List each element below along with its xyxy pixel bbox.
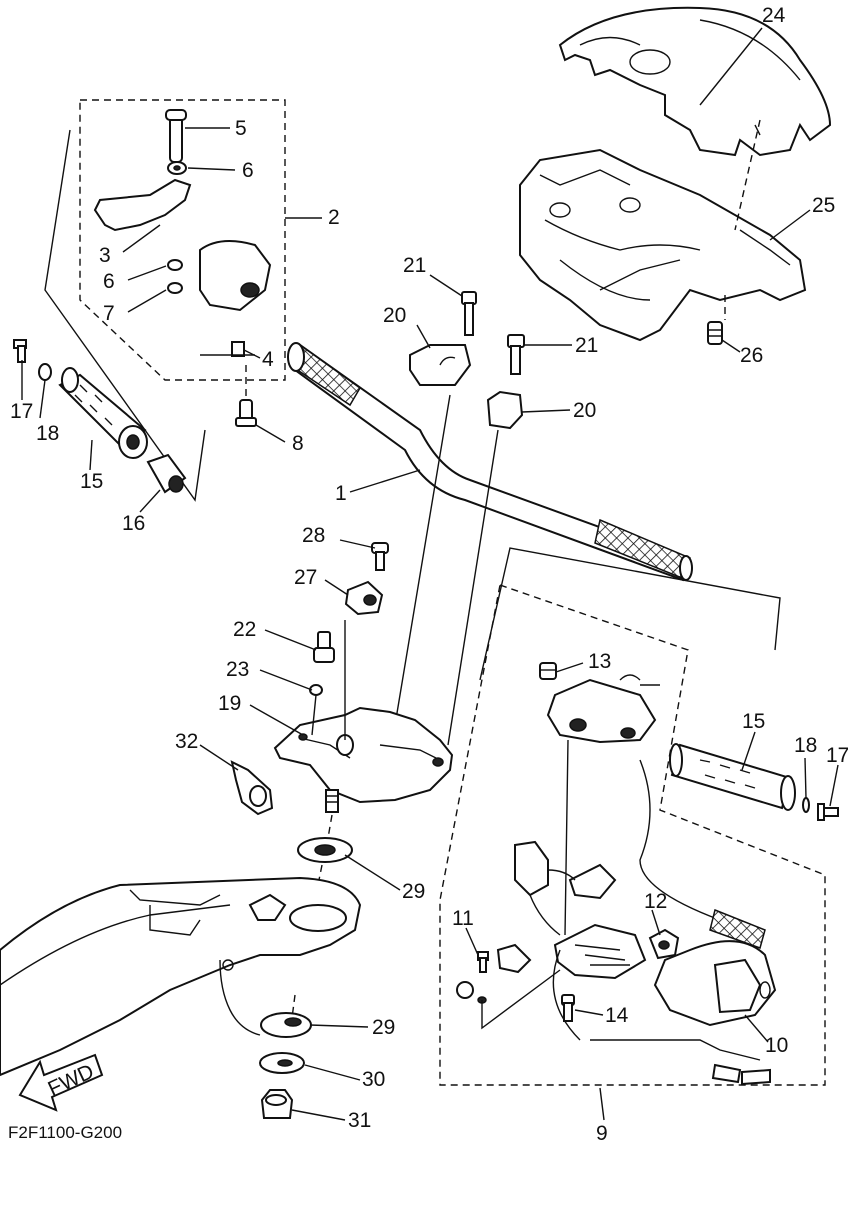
- screw-28-part: [371, 542, 389, 571]
- label-10: 10: [765, 1034, 788, 1057]
- switch-housing-part: [546, 674, 660, 744]
- terminal-11-part: [456, 981, 487, 1004]
- label-29-lower: 29: [372, 1016, 395, 1039]
- label-2: 2: [328, 206, 340, 229]
- grip-15-left-part: [58, 367, 148, 459]
- screw-4-part: [231, 341, 245, 357]
- nut-31-part: [260, 1089, 294, 1119]
- washer-6b-part: [167, 259, 183, 271]
- clamp-20-left-part: [409, 344, 472, 386]
- label-27: 27: [294, 566, 317, 589]
- grommet-27-part: [344, 580, 384, 616]
- lower-cover-part: [519, 148, 807, 342]
- clamp-leaders: [394, 394, 499, 746]
- top-cover-part: [558, 6, 832, 157]
- label-20-right: 20: [573, 399, 596, 422]
- label-6-bottom: 6: [103, 270, 115, 293]
- frame-part: [0, 876, 362, 1077]
- label-21-left: 21: [403, 254, 426, 277]
- washer-18-right-part: [802, 797, 810, 813]
- handlebar-1-part: [287, 342, 693, 582]
- lever-3-part: [93, 178, 192, 232]
- label-14: 14: [605, 1004, 629, 1027]
- label-15-right: 15: [742, 710, 765, 733]
- stud-part: [325, 789, 339, 813]
- bracket-leaders: [311, 620, 346, 740]
- fwd-arrow-icon: FWD: [18, 1053, 104, 1112]
- label-25: 25: [812, 194, 835, 217]
- label-17-left: 17: [10, 400, 33, 423]
- clip-7-part: [167, 282, 183, 294]
- callout-labels: 24 25 26 5 6 2 3 6 7 4 8 21 20 21 20 17 …: [10, 4, 848, 1145]
- washer-30-part: [259, 1052, 305, 1074]
- label-1: 1: [335, 482, 347, 505]
- label-12: 12: [644, 890, 667, 913]
- label-26: 26: [740, 344, 763, 367]
- label-13: 13: [588, 650, 611, 673]
- washer-18-left-part: [38, 363, 52, 381]
- label-4: 4: [262, 348, 274, 371]
- label-29-upper: 29: [402, 880, 425, 903]
- label-24: 24: [762, 4, 786, 27]
- label-15-left: 15: [80, 470, 103, 493]
- label-8: 8: [292, 432, 304, 455]
- clamp-20-right-part: [486, 390, 524, 430]
- screw-17-left-part: [13, 339, 27, 363]
- label-11: 11: [452, 907, 474, 930]
- bolt-8-part: [235, 399, 257, 427]
- wiring-harness-part: [496, 739, 771, 1086]
- label-23: 23: [226, 658, 249, 681]
- strap-32-part: [230, 760, 274, 816]
- label-30: 30: [362, 1068, 385, 1091]
- label-28: 28: [302, 524, 325, 547]
- label-22: 22: [233, 618, 256, 641]
- leader-24-25: [734, 119, 761, 231]
- assembly-box-9: [439, 584, 826, 1086]
- label-6-top: 6: [242, 159, 254, 182]
- screw-26-part: [707, 321, 723, 345]
- grip-15-right-part: [669, 743, 796, 811]
- screw-17-right-part: [817, 803, 839, 821]
- label-3: 3: [99, 244, 111, 267]
- label-16: 16: [122, 512, 145, 535]
- label-20-left: 20: [383, 304, 406, 327]
- label-21-right: 21: [575, 334, 598, 357]
- bolt-21-right-part: [507, 334, 525, 375]
- label-5: 5: [235, 117, 247, 140]
- label-9: 9: [596, 1122, 608, 1145]
- label-7: 7: [103, 302, 115, 325]
- assembly-outline-right: [479, 547, 781, 681]
- bolt-21-left-part: [461, 291, 477, 336]
- diagram-code: F2F1100-G200: [8, 1123, 122, 1142]
- label-18-left: 18: [36, 422, 59, 445]
- fitting-22-part: [313, 631, 335, 663]
- label-17-right: 17: [826, 744, 848, 767]
- switch-12-part: [648, 928, 680, 960]
- label-18-right: 18: [794, 734, 817, 757]
- assembly-box-2: [79, 99, 286, 381]
- throttle-10-part: [653, 908, 777, 1027]
- switch-13-part: [539, 662, 557, 680]
- grommet-29-upper-part: [297, 837, 353, 863]
- label-leaders: [21, 27, 839, 1121]
- bolt-5-part: [165, 109, 187, 163]
- screw-14-part: [561, 994, 575, 1022]
- lever-holder-part: [199, 240, 272, 312]
- label-31: 31: [348, 1109, 371, 1132]
- label-19: 19: [218, 692, 241, 715]
- screw-11-part: [477, 951, 489, 973]
- grommet-29-lower-part: [260, 1012, 312, 1038]
- end-16-part: [146, 453, 187, 494]
- assembly-outline-left: [44, 129, 206, 502]
- label-32: 32: [175, 730, 198, 753]
- bracket-19-part: [273, 706, 454, 804]
